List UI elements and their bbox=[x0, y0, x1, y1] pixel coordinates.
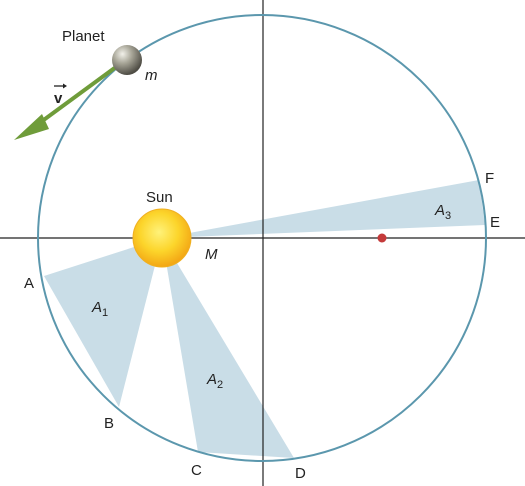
area-2-label: A2 bbox=[206, 371, 223, 391]
point-d-label: D bbox=[295, 465, 306, 482]
planet-mass-label: m bbox=[145, 67, 158, 84]
planet-label: Planet bbox=[62, 28, 105, 45]
orbit-ellipse bbox=[37, 14, 487, 462]
point-e-label: E bbox=[490, 214, 500, 231]
sector-a1 bbox=[44, 238, 162, 407]
sector-a2 bbox=[162, 238, 294, 458]
planet bbox=[112, 45, 142, 75]
focus-point bbox=[377, 233, 387, 243]
point-f-label: F bbox=[485, 170, 494, 187]
sun bbox=[132, 208, 192, 268]
sector-a3 bbox=[162, 180, 485, 238]
area-1-label: A1 bbox=[91, 299, 108, 319]
point-a-label: A bbox=[24, 275, 34, 292]
area-3-label: A3 bbox=[434, 202, 451, 222]
sun-label: Sun bbox=[146, 189, 173, 206]
velocity-arrow bbox=[14, 62, 122, 140]
svg-text:v: v bbox=[54, 90, 63, 107]
point-b-label: B bbox=[104, 415, 114, 432]
velocity-label: v bbox=[54, 83, 67, 107]
sun-mass-label: M bbox=[205, 246, 218, 263]
point-c-label: C bbox=[191, 462, 202, 479]
